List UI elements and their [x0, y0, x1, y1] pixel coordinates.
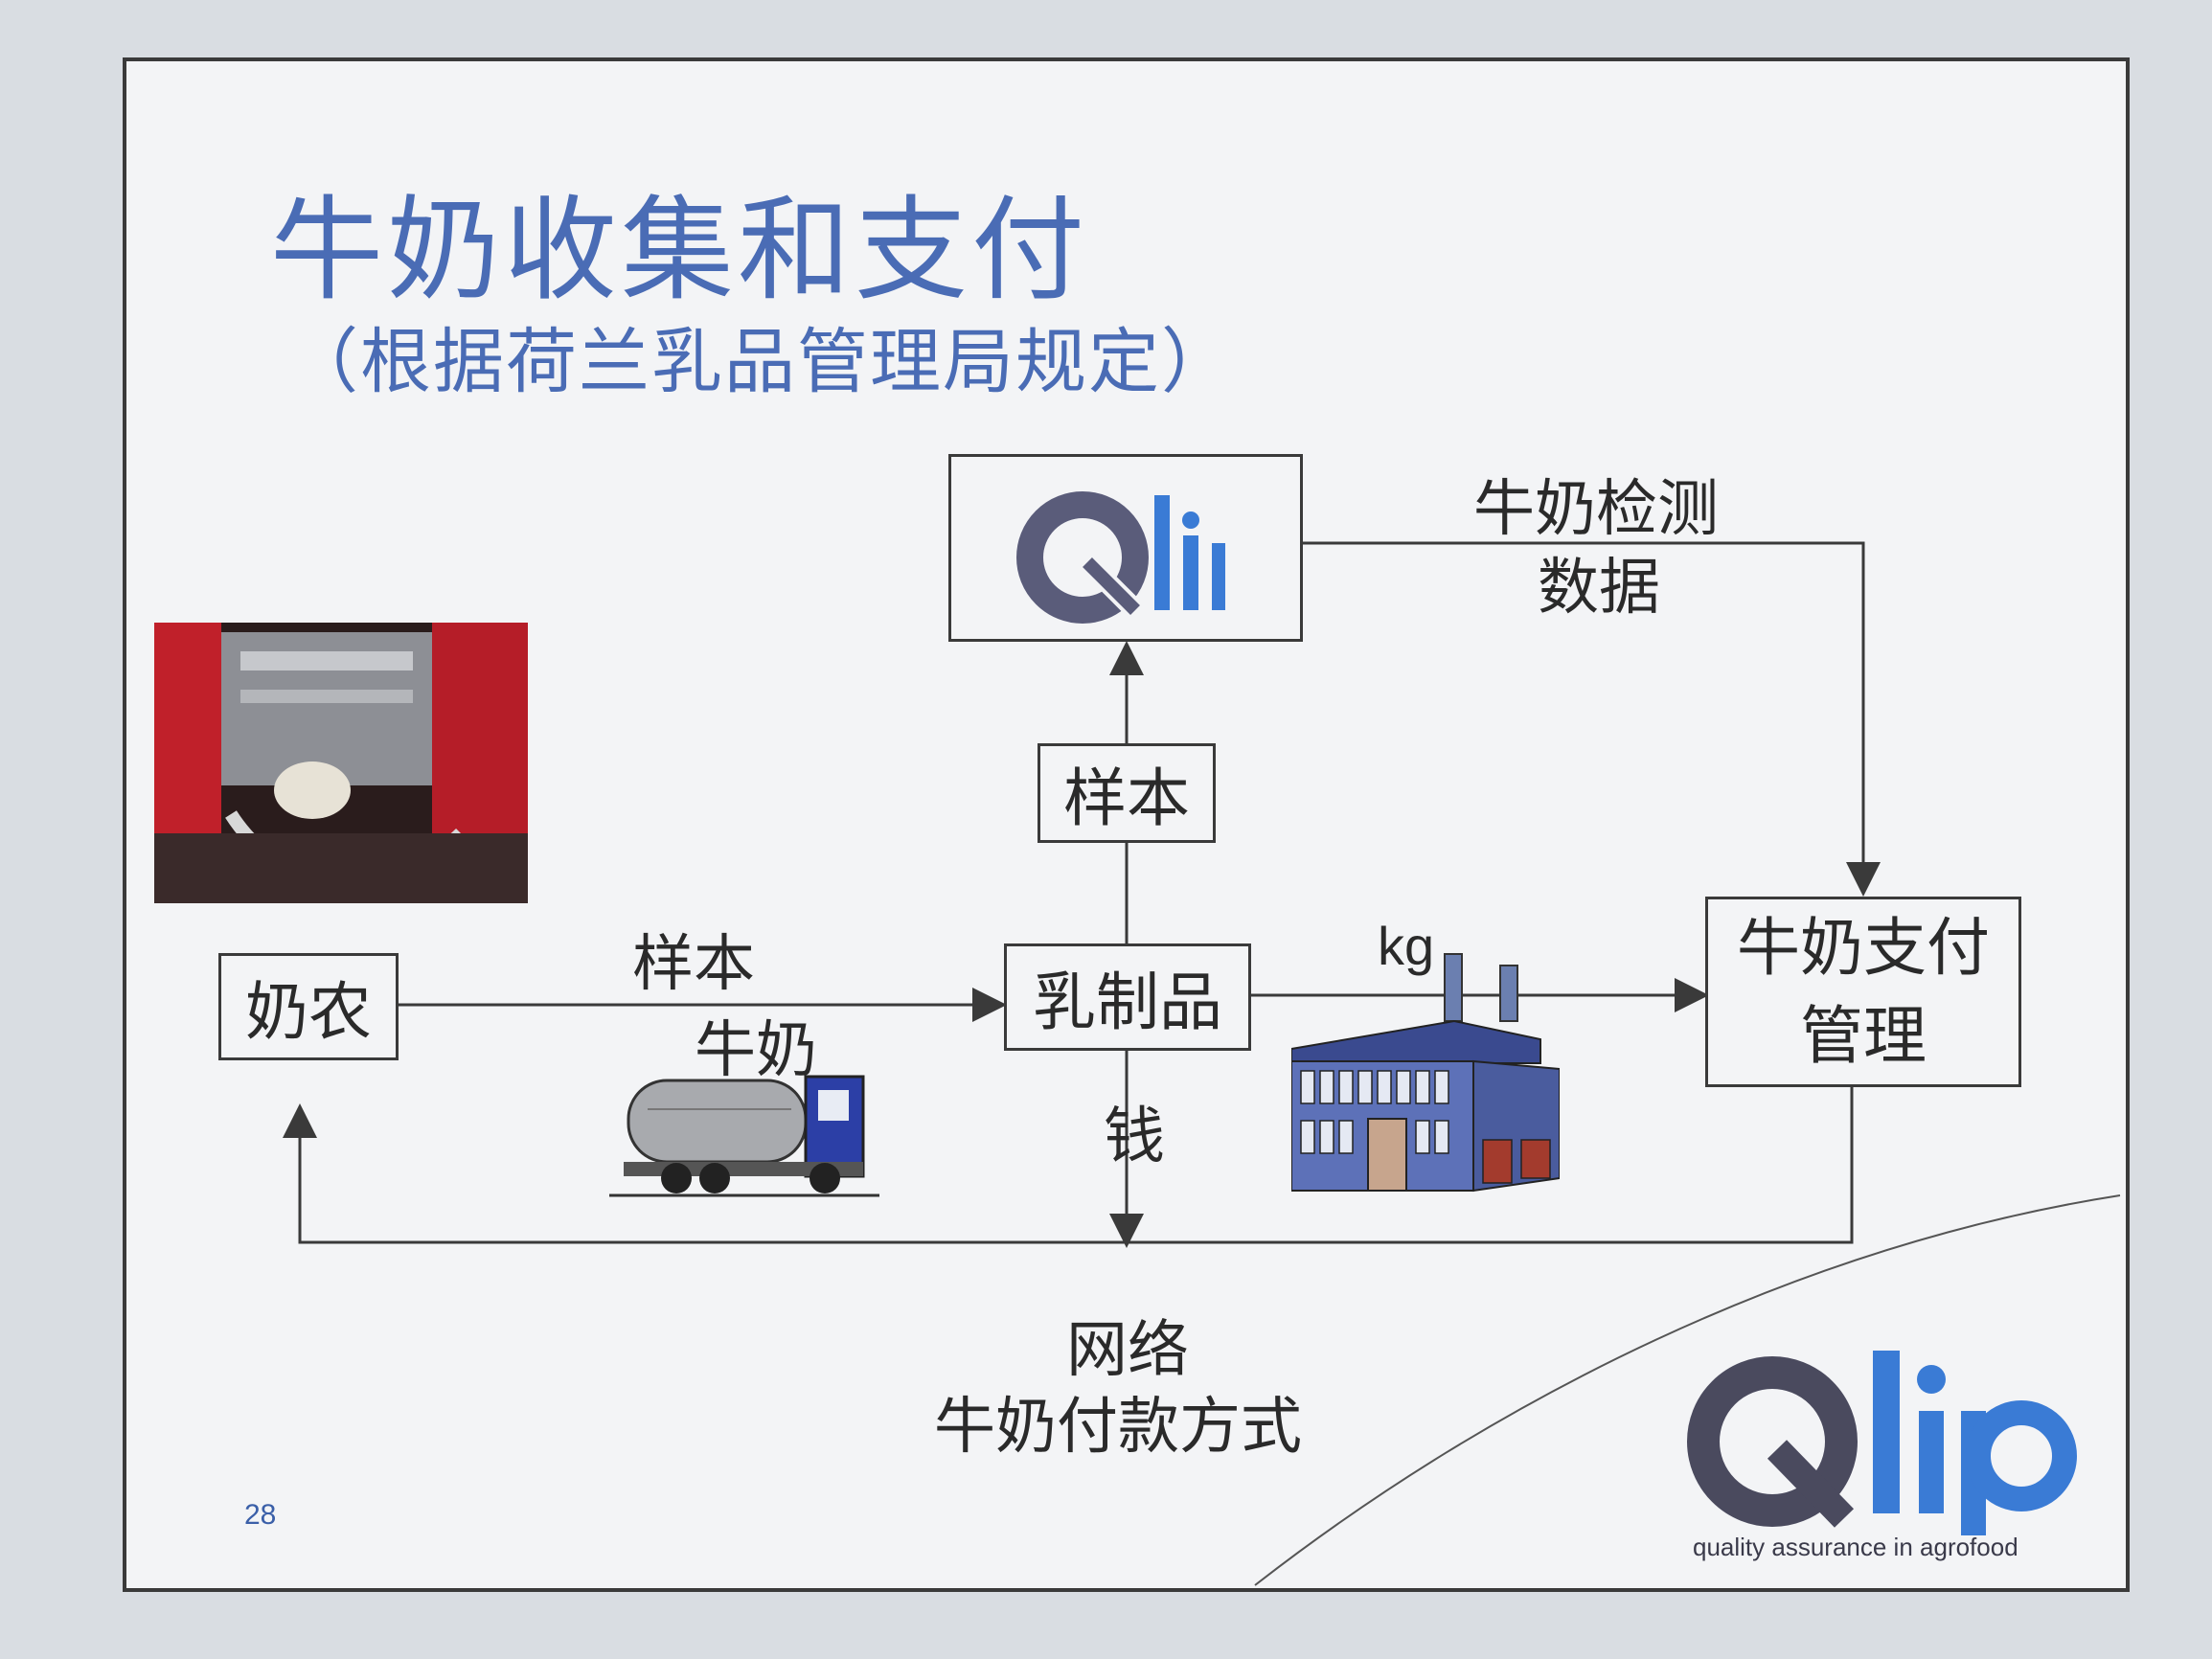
label-money: 钱: [1104, 1102, 1165, 1172]
label-test-data-line1: 牛奶检测: [1473, 474, 1719, 545]
logo-tagline: quality assurance in agrofood: [1693, 1533, 2018, 1561]
label-milk: 牛奶: [695, 1015, 817, 1086]
qlip-brand-logo: quality assurance in agrofood: [1681, 1336, 2112, 1576]
label-test-data-line2: 数据: [1538, 553, 1660, 624]
qlip-logo-icon: [1016, 491, 1225, 624]
qlip-wordmark-icon: [1687, 1351, 2077, 1535]
page-number: 28: [244, 1499, 277, 1531]
farmer-node: 奶农: [218, 953, 399, 1060]
sample-node: 样本: [1038, 743, 1216, 843]
label-sample: 样本: [632, 929, 755, 1000]
arrow-qlip-to-payment: [1303, 541, 1881, 897]
payment-node-line2: 管理: [1800, 998, 1927, 1073]
payment-node-line1: 牛奶支付: [1737, 910, 1990, 985]
label-network-line2: 牛奶付款方式: [934, 1392, 1302, 1463]
milk-tanker-truck-icon: [609, 1075, 879, 1197]
dairy-factory-icon: [1291, 953, 1560, 1193]
decorative-curve: [1254, 1194, 2121, 1586]
dairy-node: 乳制品: [1004, 943, 1251, 1051]
qlip-node: [948, 454, 1303, 642]
milking-robot-photo-icon: [154, 623, 528, 903]
arrow-payment-to-farmer: [283, 1085, 1854, 1244]
page-title: 牛奶收集和支付: [270, 184, 1089, 316]
page-subtitle: （根据荷兰乳品管理局规定）: [287, 321, 1234, 403]
payment-node: 牛奶支付 管理: [1705, 897, 2021, 1087]
label-kg: kg: [1378, 916, 1435, 976]
label-network-line1: 网络: [1066, 1315, 1189, 1386]
